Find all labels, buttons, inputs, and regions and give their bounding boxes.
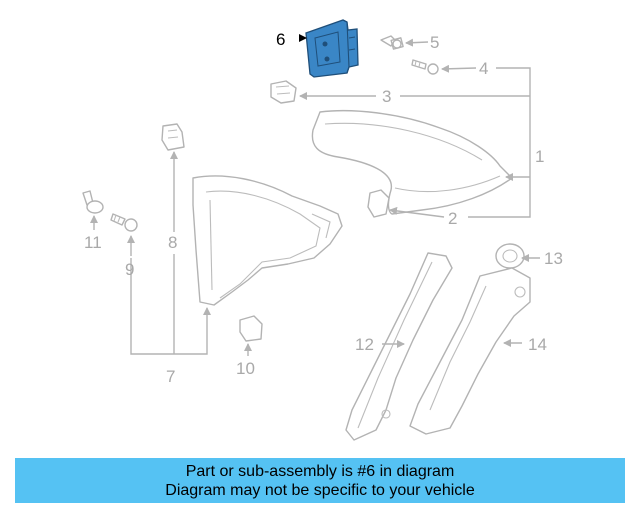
callout-12: 12 — [355, 335, 374, 354]
callout-3: 3 — [382, 87, 391, 106]
callout-6: 6 — [276, 30, 285, 49]
part-5-screw — [380, 35, 404, 50]
part-9-bolt — [110, 213, 138, 232]
part-10-clip — [239, 315, 263, 342]
callout-8: 8 — [168, 233, 177, 252]
callout-10: 10 — [236, 359, 255, 378]
part-3-clip — [270, 80, 297, 104]
leader-lines — [90, 34, 540, 356]
part-4-bolt — [411, 59, 439, 75]
banner-line-1: Part or sub-assembly is #6 in diagram — [185, 462, 455, 480]
part-7-quarter-panel — [192, 175, 343, 306]
callout-7: 7 — [166, 367, 175, 386]
callout-4: 4 — [479, 59, 488, 78]
callout-5: 5 — [430, 33, 439, 52]
part-11-screw — [82, 190, 104, 214]
part-8-clip — [161, 123, 185, 151]
callout-13: 13 — [544, 249, 563, 268]
callout-14: 14 — [528, 335, 547, 354]
part-14-pillar-trim — [409, 267, 531, 435]
callout-2: 2 — [448, 209, 457, 228]
part-1-trim-panel — [311, 110, 513, 215]
part-13-grommet — [495, 243, 525, 269]
callout-9: 9 — [125, 260, 134, 279]
part-2-clip — [367, 189, 390, 218]
callout-11: 11 — [84, 233, 102, 252]
banner-line-2: Diagram may not be specific to your vehi… — [165, 481, 475, 499]
callout-1: 1 — [535, 147, 544, 166]
part-6-bracket[interactable] — [305, 19, 359, 78]
info-banner: Part or sub-assembly is #6 in diagram Di… — [15, 458, 625, 503]
